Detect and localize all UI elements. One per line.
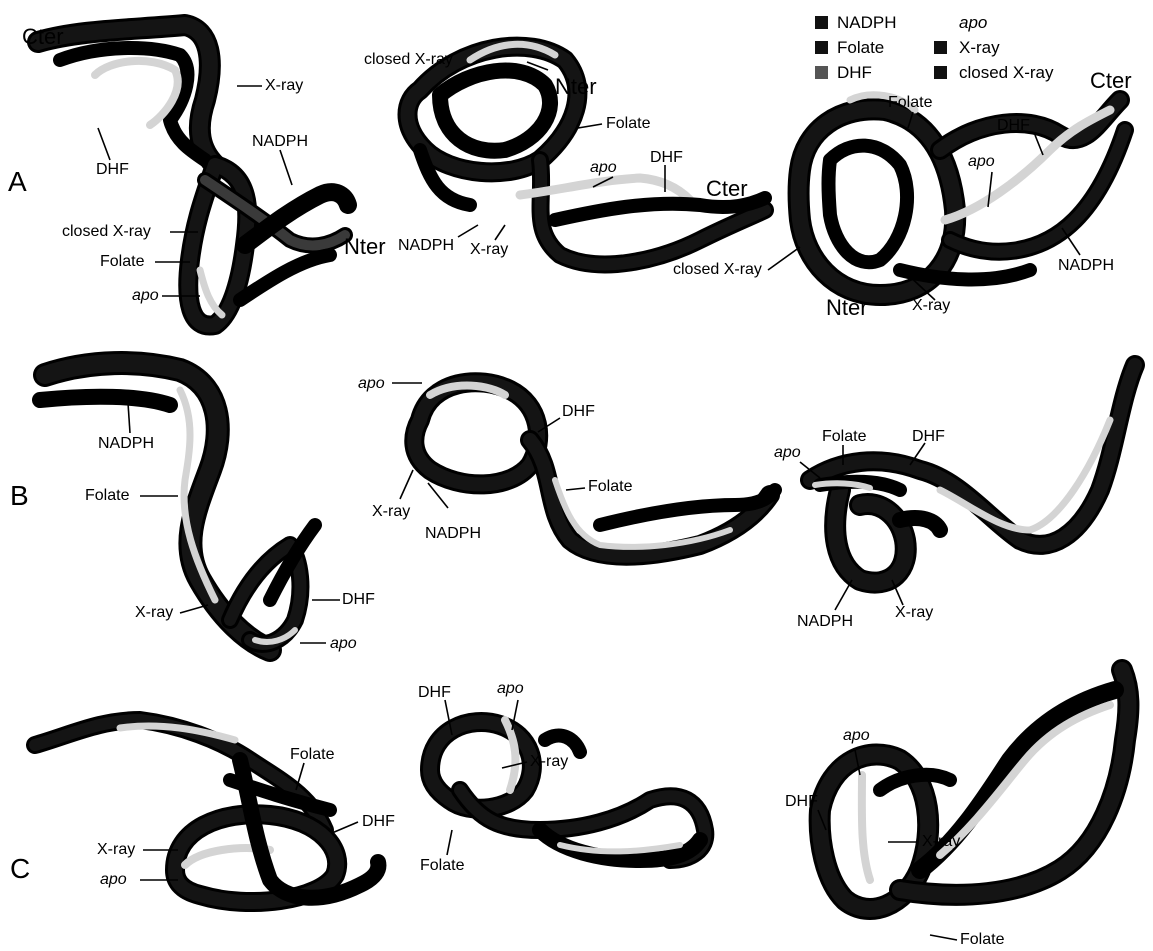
c2-folate-label: Folate [420, 858, 464, 874]
a1-apo-label: apo [132, 288, 159, 304]
b3-apo-label: apo [774, 445, 801, 461]
b1-folate-label: Folate [85, 488, 129, 504]
b2-dhf-label: DHF [562, 404, 595, 420]
c1-dhf-label: DHF [362, 814, 395, 830]
c3-dhf-label: DHF [785, 794, 818, 810]
row-label-c: C [10, 855, 30, 883]
legend-label-dhf: DHF [837, 64, 872, 81]
legend-label-closed-xray: closed X-ray [959, 64, 1053, 81]
legend-label-apo: apo [959, 14, 987, 31]
b1-dhf-label: DHF [342, 592, 375, 608]
b3-xray-label: X-ray [895, 605, 933, 621]
a1-closed-xray-label: closed X-ray [62, 224, 151, 240]
a2-closed-xray-label: closed X-ray [364, 52, 453, 68]
panel-b1-ribbons [40, 363, 315, 650]
a1-nter-label: Nter [344, 236, 386, 258]
panel-b3-ribbons [810, 365, 1135, 583]
b3-nadph-label: NADPH [797, 614, 853, 630]
legend-label-nadph: NADPH [837, 14, 897, 31]
b1-xray-label: X-ray [135, 605, 173, 621]
row-label-b: B [10, 482, 29, 510]
c2-xray-label: X-ray [530, 754, 568, 770]
a3-nter-label: Nter [826, 297, 868, 319]
c3-apo-label: apo [843, 728, 870, 744]
legend-label-xray: X-ray [959, 39, 1000, 56]
c3-xray-label: X-ray [922, 834, 960, 850]
a1-nadph-label: NADPH [252, 134, 308, 150]
b1-nadph-label: NADPH [98, 436, 154, 452]
c1-xray-label: X-ray [97, 842, 135, 858]
a2-folate-label: Folate [606, 116, 650, 132]
legend-label-folate: Folate [837, 39, 884, 56]
b3-dhf-label: DHF [912, 429, 945, 445]
b2-nadph-label: NADPH [425, 526, 481, 542]
c1-apo-label: apo [100, 872, 127, 888]
c2-apo-label: apo [497, 681, 524, 697]
a3-closed-xray-label: closed X-ray [673, 262, 762, 278]
a3-dhf-label: DHF [997, 118, 1030, 134]
a2-cter-label: Cter [706, 178, 748, 200]
a3-apo-label: apo [968, 154, 995, 170]
panel-a1-ribbons [38, 25, 348, 326]
b1-apo-label: apo [330, 636, 357, 652]
legend: NADPH Folate DHF apo X-ray closed X-ray [815, 14, 1075, 84]
a3-cter-label: Cter [1090, 70, 1132, 92]
b2-folate-label: Folate [588, 479, 632, 495]
a3-folate-label: Folate [888, 95, 932, 111]
b2-xray-label: X-ray [372, 504, 410, 520]
b3-folate-label: Folate [822, 429, 866, 445]
a2-xray-label: X-ray [470, 242, 508, 258]
a2-nter-label: Nter [555, 76, 597, 98]
b2-apo-label: apo [358, 376, 385, 392]
a1-dhf-label: DHF [96, 162, 129, 178]
a1-folate-label: Folate [100, 254, 144, 270]
row-label-a: A [8, 168, 27, 196]
c3-folate-label: Folate [960, 932, 1004, 948]
panel-c3-ribbons [820, 670, 1129, 909]
a2-nadph-label: NADPH [398, 238, 454, 254]
legend-swatch-dhf [815, 66, 828, 79]
legend-swatch-folate [815, 41, 828, 54]
legend-swatch-closed-xray [934, 66, 947, 79]
a1-cter-label: Cter [22, 26, 64, 48]
a3-xray-label: X-ray [912, 298, 950, 314]
legend-swatch-nadph [815, 16, 828, 29]
a2-dhf-label: DHF [650, 150, 683, 166]
c2-dhf-label: DHF [418, 685, 451, 701]
a3-nadph-label: NADPH [1058, 258, 1114, 274]
c1-folate-label: Folate [290, 747, 334, 763]
legend-swatch-xray [934, 41, 947, 54]
a2-apo-label: apo [590, 160, 617, 176]
a1-xray-label: X-ray [265, 78, 303, 94]
panel-c2-ribbons [430, 720, 705, 860]
